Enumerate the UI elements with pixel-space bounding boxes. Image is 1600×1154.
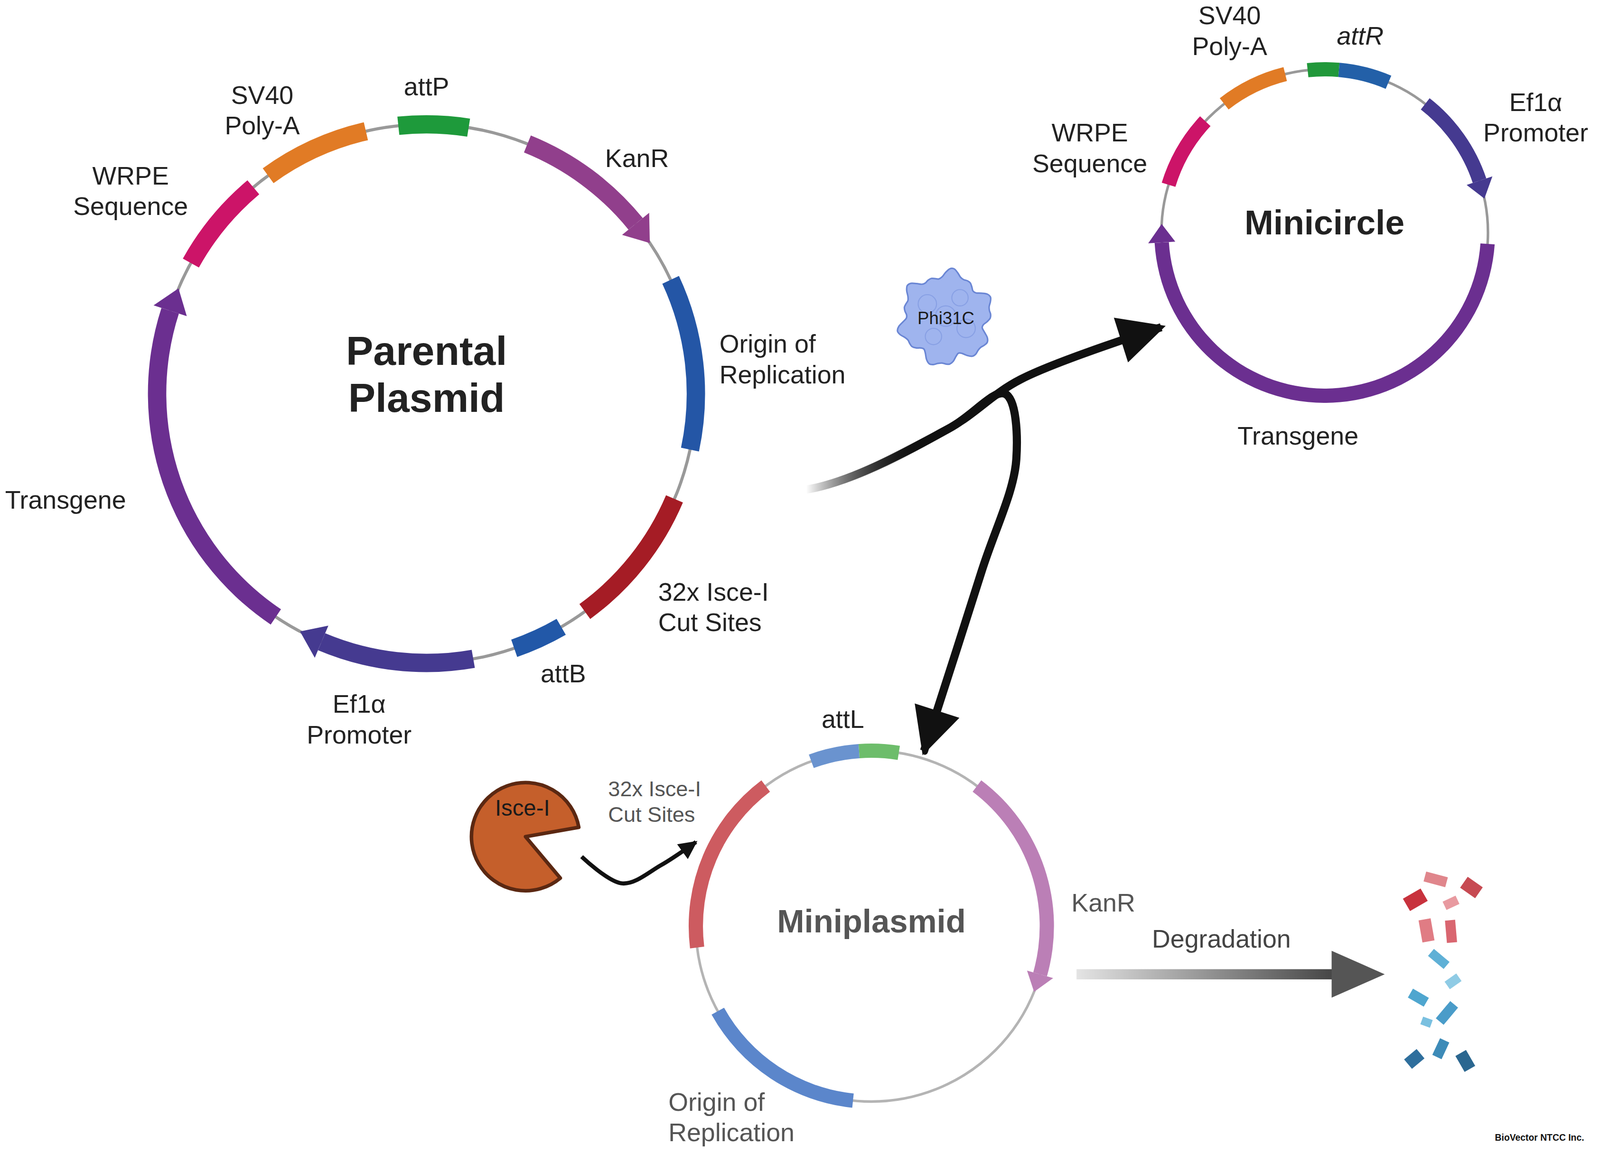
enzyme-name: Isce-I <box>495 795 551 821</box>
part-label: WRPE Sequence <box>59 160 203 222</box>
part-label: Ef1α Promoter <box>292 688 426 750</box>
dna-fragment <box>1403 888 1428 912</box>
plasmid-segment <box>511 619 566 658</box>
node-text-box: Isce-I <box>466 751 579 864</box>
part-label: Origin of Replication <box>668 1086 822 1149</box>
part-label: Transgene <box>1216 420 1380 452</box>
dna-fragment <box>1423 871 1448 888</box>
protein-texture <box>925 328 942 345</box>
part-label: SV40 Poly-A <box>205 79 319 141</box>
plasmid-segment <box>688 780 770 949</box>
dna-fragment <box>1407 989 1429 1008</box>
segment-arrowhead <box>1466 176 1493 199</box>
plasmid-segment <box>182 180 260 268</box>
node-shape <box>471 782 579 891</box>
dna-fragment <box>1444 919 1458 944</box>
plasmid-name: Parental Plasmid <box>308 327 544 422</box>
part-label: attR <box>1309 20 1412 52</box>
enzyme-blob: Phi31C <box>894 267 997 370</box>
part-label: 32x Isce-I Cut Sites <box>658 576 796 638</box>
plasmid-segment <box>397 115 470 137</box>
segment-arrowhead <box>1148 224 1176 244</box>
part-label: attB <box>512 658 615 690</box>
part-label: KanR <box>1071 887 1174 919</box>
part-label: Ef1α Promoter <box>1469 86 1600 149</box>
segment-arrowhead <box>622 213 650 244</box>
dna-fragment <box>1418 918 1435 943</box>
part-label: SV40 Poly-A <box>1173 0 1286 62</box>
node-shape <box>688 743 1055 1109</box>
part-label: Transgene <box>5 484 169 516</box>
plasmid-segment <box>318 633 476 673</box>
plasmid-circle: Miniplasmid <box>695 750 1048 1103</box>
plasmid-name: Miniplasmid <box>776 902 966 941</box>
plasmid-circle: Minicircle <box>1161 69 1488 396</box>
dna-fragment <box>1442 896 1460 911</box>
node-text-box: Parental Plasmid <box>157 104 696 644</box>
part-label: attP <box>365 71 488 103</box>
plasmid-segment <box>662 276 705 452</box>
plasmid-segment <box>1306 62 1340 78</box>
plasmid-segment <box>1338 63 1392 90</box>
node-text-box: Minicircle <box>1161 59 1488 386</box>
dna-fragment <box>1428 949 1450 970</box>
segment-arrowhead <box>299 626 329 659</box>
degradation-arrow <box>1076 969 1337 980</box>
protein-texture <box>952 290 969 307</box>
plasmid-circle: Parental Plasmid <box>157 124 696 664</box>
enzyme-pacman: Isce-I <box>469 780 582 893</box>
plasmid-segment <box>148 308 281 625</box>
node-text-box: Phi31C <box>894 267 997 370</box>
dna-fragment <box>1459 877 1483 899</box>
plasmid-segment <box>1420 98 1487 183</box>
part-label: KanR <box>605 142 728 174</box>
plasmid-segment <box>1161 116 1211 188</box>
dna-fragment <box>1420 1016 1433 1029</box>
process-arrow <box>695 393 1017 752</box>
dna-fragment <box>1455 1050 1476 1073</box>
plasmid-segment <box>1219 67 1287 110</box>
part-label: attL <box>791 703 894 735</box>
segment-arrowhead <box>1027 971 1054 993</box>
plasmid-name: Minicircle <box>1244 202 1405 243</box>
dna-fragment <box>1435 1001 1459 1026</box>
dna-fragment <box>1432 1038 1450 1060</box>
part-label: Origin of Replication <box>719 328 873 390</box>
node-text-box: Miniplasmid <box>695 746 1048 1098</box>
plasmid-segment <box>972 780 1054 977</box>
node-shape <box>148 115 706 673</box>
node-shape <box>1148 62 1495 403</box>
segment-arrowhead <box>153 288 188 317</box>
plasmid-segment <box>1154 242 1495 403</box>
part-label: Degradation <box>1119 923 1324 955</box>
part-label: BioVector NTCC Inc. <box>1495 1132 1585 1144</box>
process-arrow <box>581 842 696 884</box>
plasmid-segment <box>858 743 900 760</box>
node-shape <box>897 268 992 365</box>
dna-fragment <box>1444 973 1462 990</box>
protein-blob <box>897 268 992 365</box>
part-label: 32x Isce-I Cut Sites <box>608 776 723 828</box>
enzyme-pacman-shape <box>471 782 579 891</box>
enzyme-name: Phi31C <box>917 308 975 329</box>
plasmid-segment <box>808 744 860 769</box>
dna-fragment <box>1403 1049 1425 1070</box>
degradation-arrowhead <box>1331 951 1385 999</box>
part-label: WRPE Sequence <box>1018 117 1162 179</box>
